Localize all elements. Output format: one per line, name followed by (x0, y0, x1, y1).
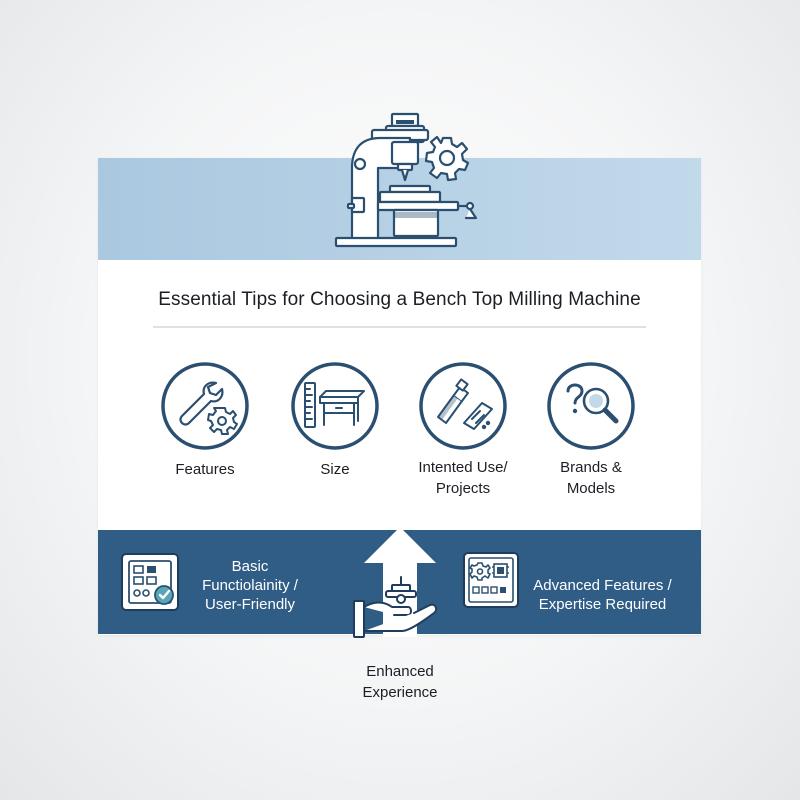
ruler-desk-icon (291, 362, 379, 450)
advanced-panel-icon (463, 552, 519, 608)
basic-text-line-3: User-Friendly (204, 596, 295, 613)
wrench-gear-icon (161, 362, 249, 450)
features-label: Features (175, 461, 235, 478)
intended-use-label-line-1: Intented Use/ (418, 459, 508, 476)
features-tip (160, 361, 250, 451)
intended-use-tip (418, 361, 508, 451)
milling-machine-icon (334, 112, 478, 248)
size-label: Size (320, 461, 350, 478)
advanced-text-line-2: Expertise Required (538, 596, 667, 613)
page-title: Essential Tips for Choosing a Bench Top … (158, 289, 641, 310)
enhanced-experience-label: Enhanced Experience (320, 661, 480, 703)
basic-text-line-1: Basic (231, 558, 269, 575)
tool-workpiece-icon (419, 362, 507, 450)
size-tip (290, 361, 380, 451)
brands-models-label-line-1: Brands & (560, 459, 622, 476)
brands-models-label: Brands & Models (516, 457, 666, 499)
advanced-features-text: Advanced Features / Expertise Required (520, 576, 685, 614)
brands-models-tip (546, 361, 636, 451)
basic-text-line-2: Functiolainity / (202, 577, 298, 594)
basic-functionality-text: Basic Functiolainity / User-Friendly (180, 557, 320, 614)
intended-use-label: Intented Use/ Projects (388, 457, 538, 499)
hand-up-arrow-icon (353, 527, 438, 638)
enhanced-label-line-1: Enhanced (366, 663, 434, 680)
intended-use-label-line-2: Projects (435, 480, 491, 497)
control-panel-check-icon (121, 553, 179, 611)
title-divider (153, 326, 646, 328)
enhanced-label-line-2: Experience (362, 684, 438, 701)
advanced-text-line-1: Advanced Features / (533, 577, 672, 594)
question-magnifier-icon (547, 362, 635, 450)
brands-models-label-line-2: Models (566, 480, 616, 497)
